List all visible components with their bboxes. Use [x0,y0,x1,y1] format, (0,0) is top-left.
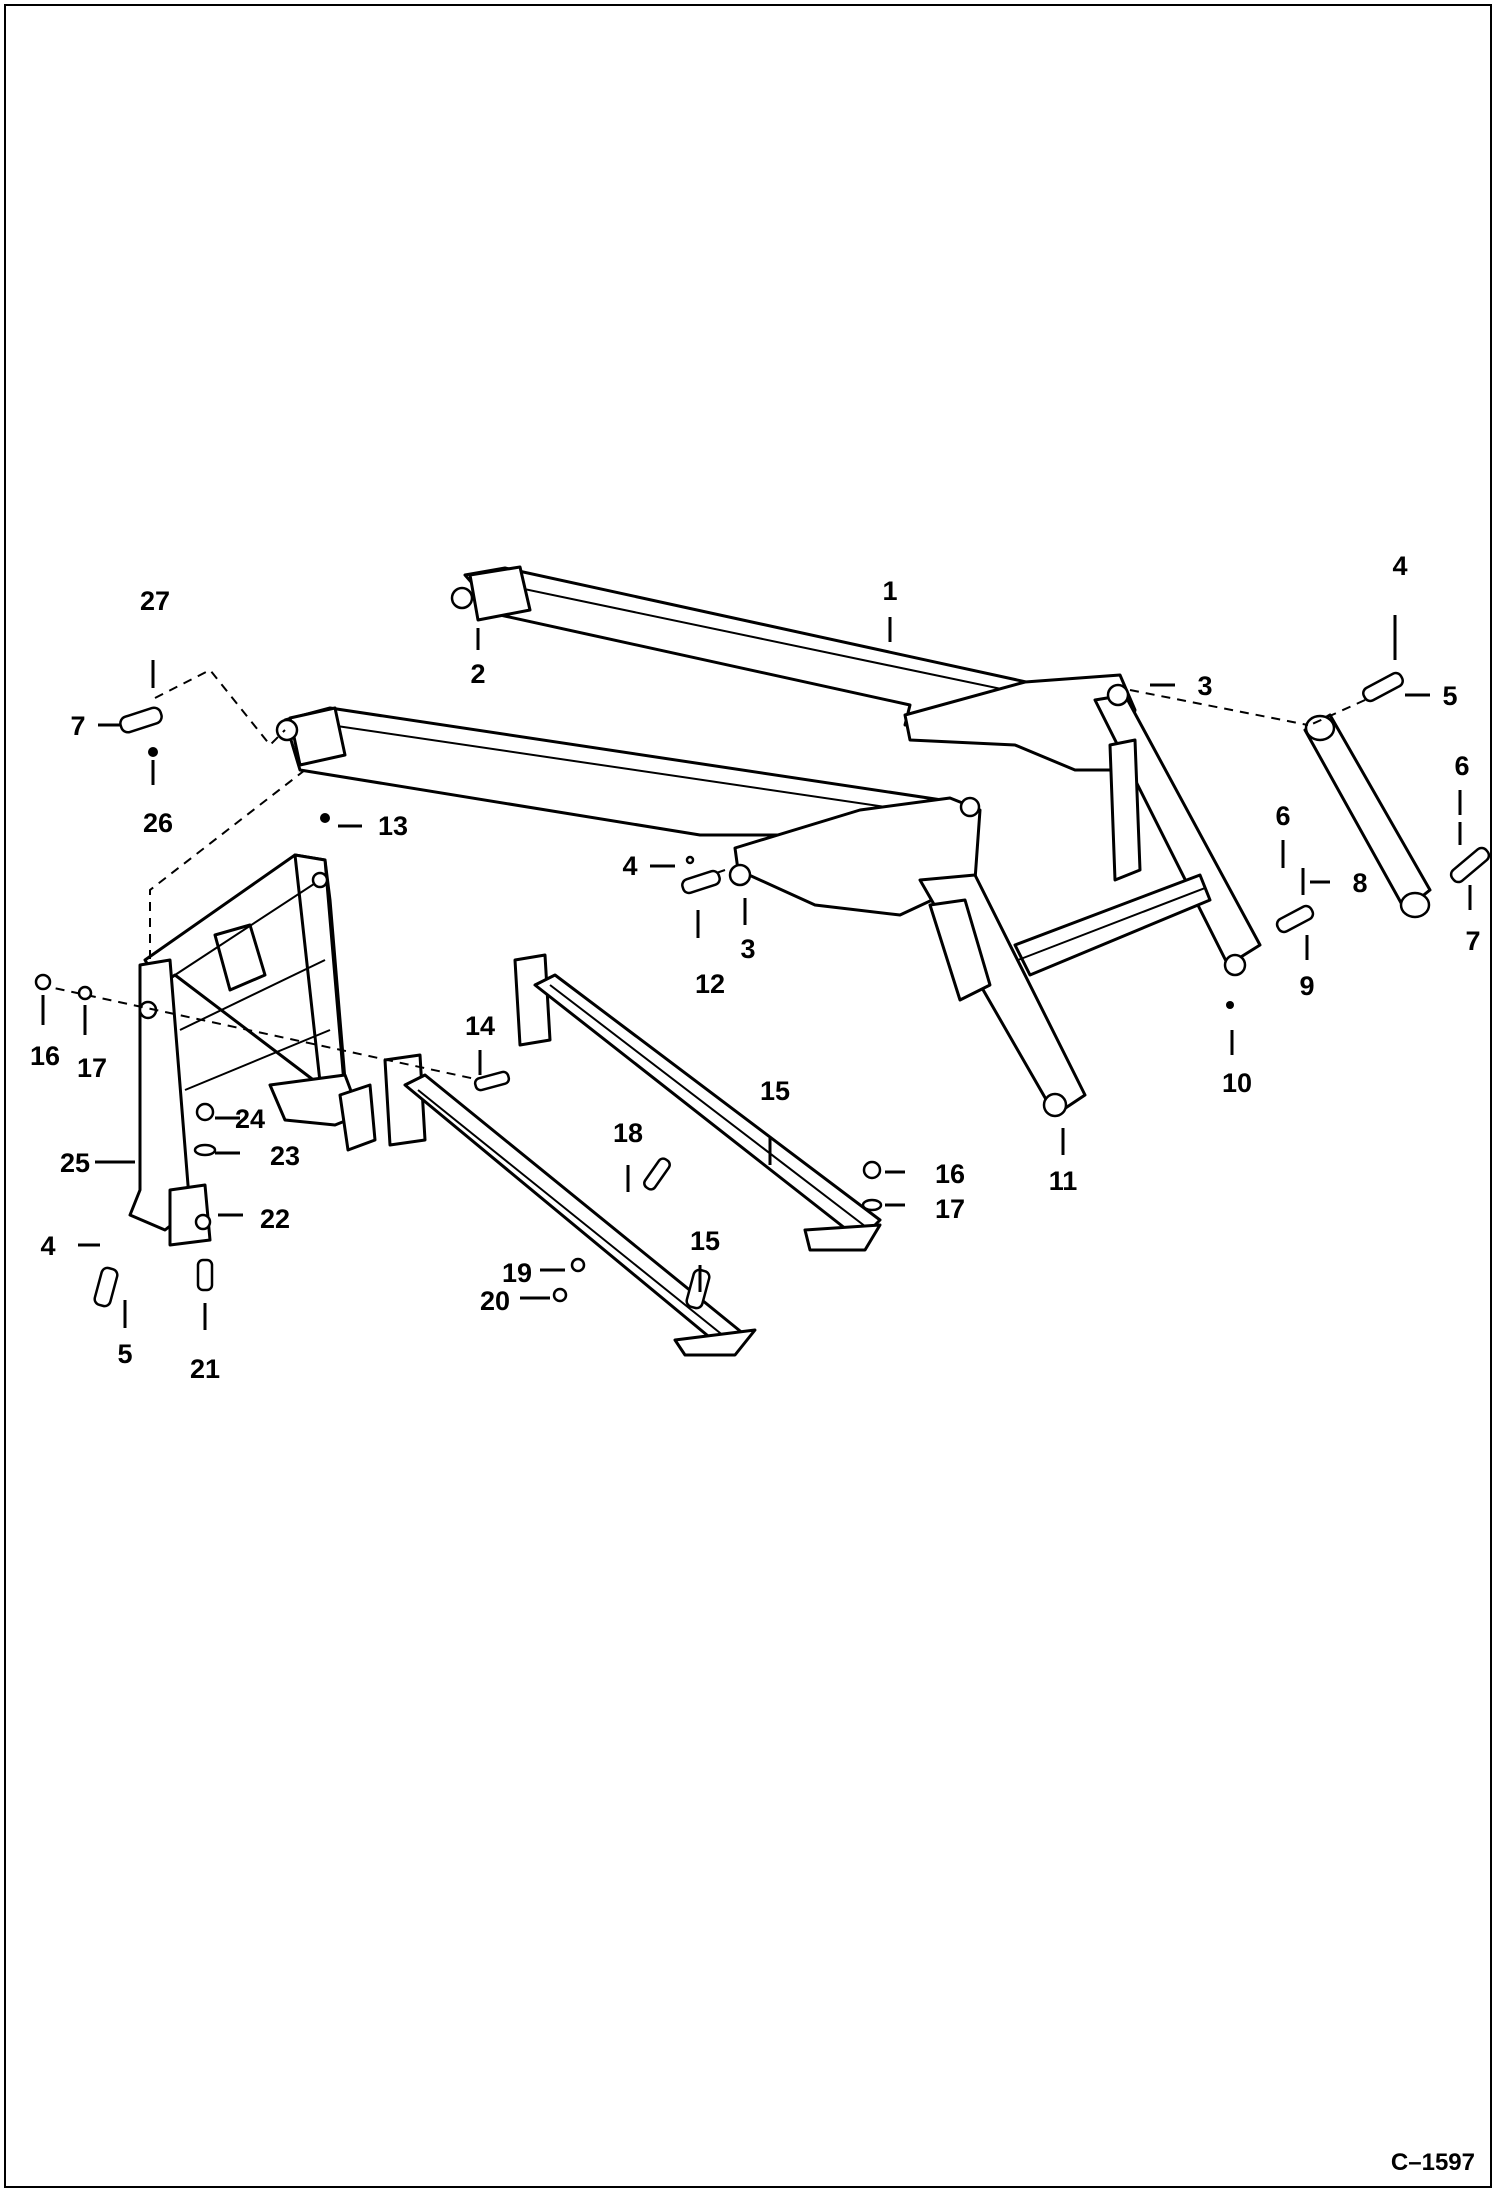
callout-16: 16 [935,1159,965,1189]
lift-arm-assembly [275,565,1262,1118]
callout-5: 5 [117,1339,132,1369]
callout-1: 1 [882,576,897,606]
mount-frame [128,853,377,1247]
callout-14: 14 [465,1011,495,1041]
callout-18: 18 [613,1118,643,1148]
callout-25: 25 [60,1148,90,1178]
right-hardware [1226,632,1491,1009]
callout-6: 6 [1454,751,1469,781]
link-cylinder [1303,713,1432,919]
callout-4: 4 [40,1231,55,1261]
callout-13: 13 [378,811,408,841]
callout-27: 27 [140,586,170,616]
callout-10: 10 [1222,1068,1252,1098]
callout-6: 6 [1275,801,1290,831]
callout-17: 17 [935,1194,965,1224]
callout-2: 2 [470,659,485,689]
callout-8: 8 [1352,868,1367,898]
callout-26: 26 [143,808,173,838]
hardware-left [34,660,883,1310]
callout-3: 3 [740,934,755,964]
callout-22: 22 [260,1204,290,1234]
leader-lines [41,615,1472,1330]
callout-11: 11 [1049,1166,1078,1196]
callout-7: 7 [70,711,85,741]
callout-23: 23 [270,1141,300,1171]
callout-7: 7 [1465,926,1480,956]
callout-20: 20 [480,1286,510,1316]
callout-4: 4 [622,851,637,881]
callout-12: 12 [695,969,725,999]
callout-17: 17 [77,1053,107,1083]
callout-3: 3 [1197,671,1212,701]
callout-19: 19 [502,1258,532,1288]
callout-15: 15 [760,1076,790,1106]
callout-21: 21 [190,1354,220,1384]
drawing-frame [4,4,1492,2188]
callout-4: 4 [1392,551,1407,581]
callout-15: 15 [690,1226,720,1256]
callout-5: 5 [1442,681,1457,711]
callout-24: 24 [235,1104,265,1134]
callout-16: 16 [30,1041,60,1071]
figure-id: C–1597 [1391,2149,1475,2176]
callout-numbers: 1 2 3 3 4 4 4 5 5 6 6 7 7 8 9 10 11 12 1… [30,551,1481,1384]
callout-9: 9 [1299,971,1314,1001]
brace-tubes [383,953,882,1357]
